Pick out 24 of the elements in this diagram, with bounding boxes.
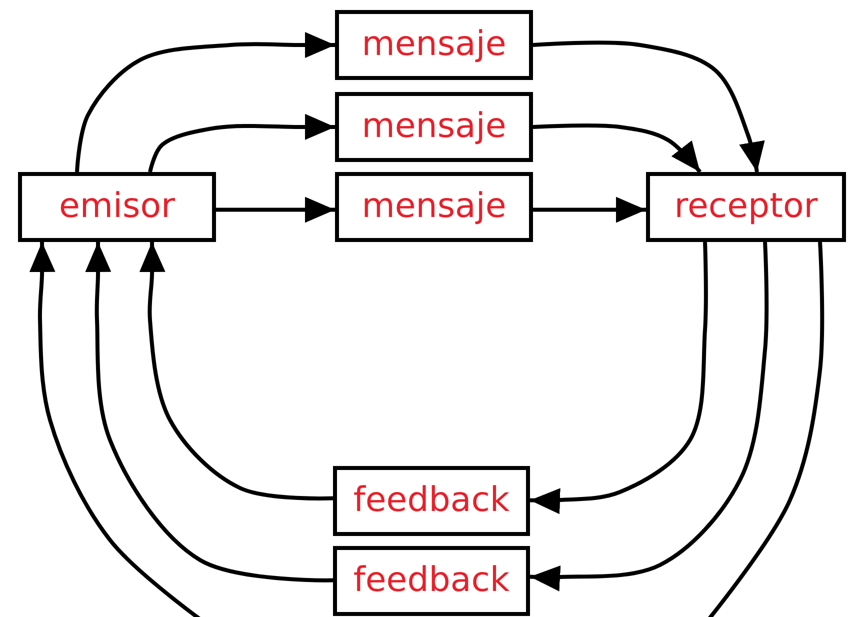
- box-label: mensaje: [362, 26, 506, 64]
- box-label: receptor: [674, 188, 818, 226]
- arrow: [148, 114, 335, 172]
- arrow: [530, 242, 708, 514]
- arrow: [532, 124, 702, 174]
- process-box: [335, 10, 533, 80]
- arrow: [139, 242, 334, 500]
- arrow: [85, 242, 333, 582]
- arrow: [533, 196, 646, 223]
- box-label: mensaje: [362, 108, 506, 146]
- box-label: emisor: [59, 188, 175, 226]
- process-box: [335, 92, 533, 162]
- arrow: [530, 242, 769, 592]
- process-box: [335, 172, 533, 242]
- process-box: [333, 546, 530, 616]
- arrow: [216, 196, 335, 223]
- process-box: [646, 172, 846, 242]
- process-box: [18, 172, 216, 242]
- arrow: [75, 32, 335, 172]
- arrow: [532, 40, 765, 172]
- box-label: feedback: [353, 482, 510, 520]
- box-label: mensaje: [362, 188, 506, 226]
- process-box: [333, 466, 530, 536]
- box-label: feedback: [353, 562, 510, 600]
